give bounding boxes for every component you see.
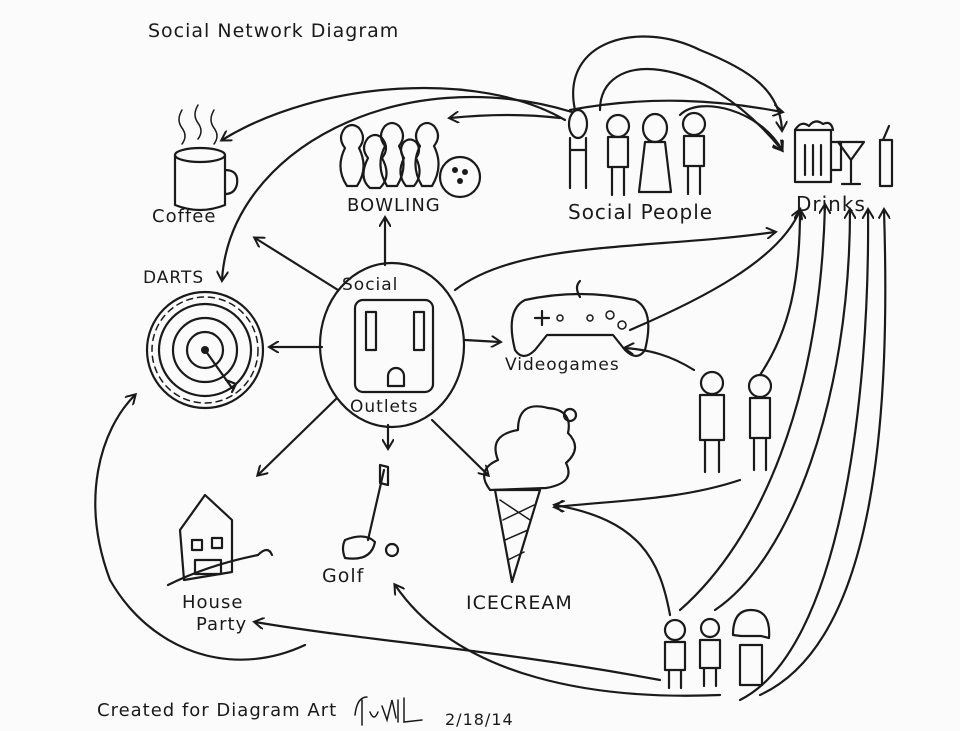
videogame-controller-icon	[510, 279, 650, 358]
label-party: Party	[196, 614, 248, 635]
gamers-icon	[698, 370, 773, 474]
darts-icon	[145, 290, 265, 410]
center-arrows	[255, 218, 775, 475]
outlet-icon	[318, 261, 466, 429]
footer-credit: Created for Diagram Art	[97, 700, 338, 721]
drinks-icon	[793, 120, 894, 188]
connection-lines	[94, 35, 885, 702]
footer-date: 2/18/14	[445, 710, 514, 729]
label-house: House	[182, 592, 244, 613]
label-social-people: Social People	[568, 200, 714, 224]
label-bowling: BOWLING	[347, 195, 441, 216]
label-golf: Golf	[322, 565, 365, 587]
coffee-icon	[173, 104, 239, 212]
icecream-icon	[482, 405, 578, 584]
label-outlets: Outlets	[350, 397, 419, 417]
label-videogames: Videogames	[505, 355, 620, 375]
bowling-icon	[339, 121, 482, 199]
label-coffee: Coffee	[152, 206, 217, 227]
label-social: Social	[342, 275, 399, 295]
golf-icon	[341, 463, 400, 560]
label-darts: DARTS	[143, 268, 205, 288]
label-drinks: Drinks	[796, 192, 866, 216]
label-icecream: ICECREAM	[466, 592, 573, 614]
house-icon	[166, 493, 274, 587]
friends-group-icon	[663, 608, 771, 690]
diagram-title: Social Network Diagram	[148, 20, 400, 42]
social-people-icon	[567, 108, 707, 197]
signature	[354, 696, 423, 726]
